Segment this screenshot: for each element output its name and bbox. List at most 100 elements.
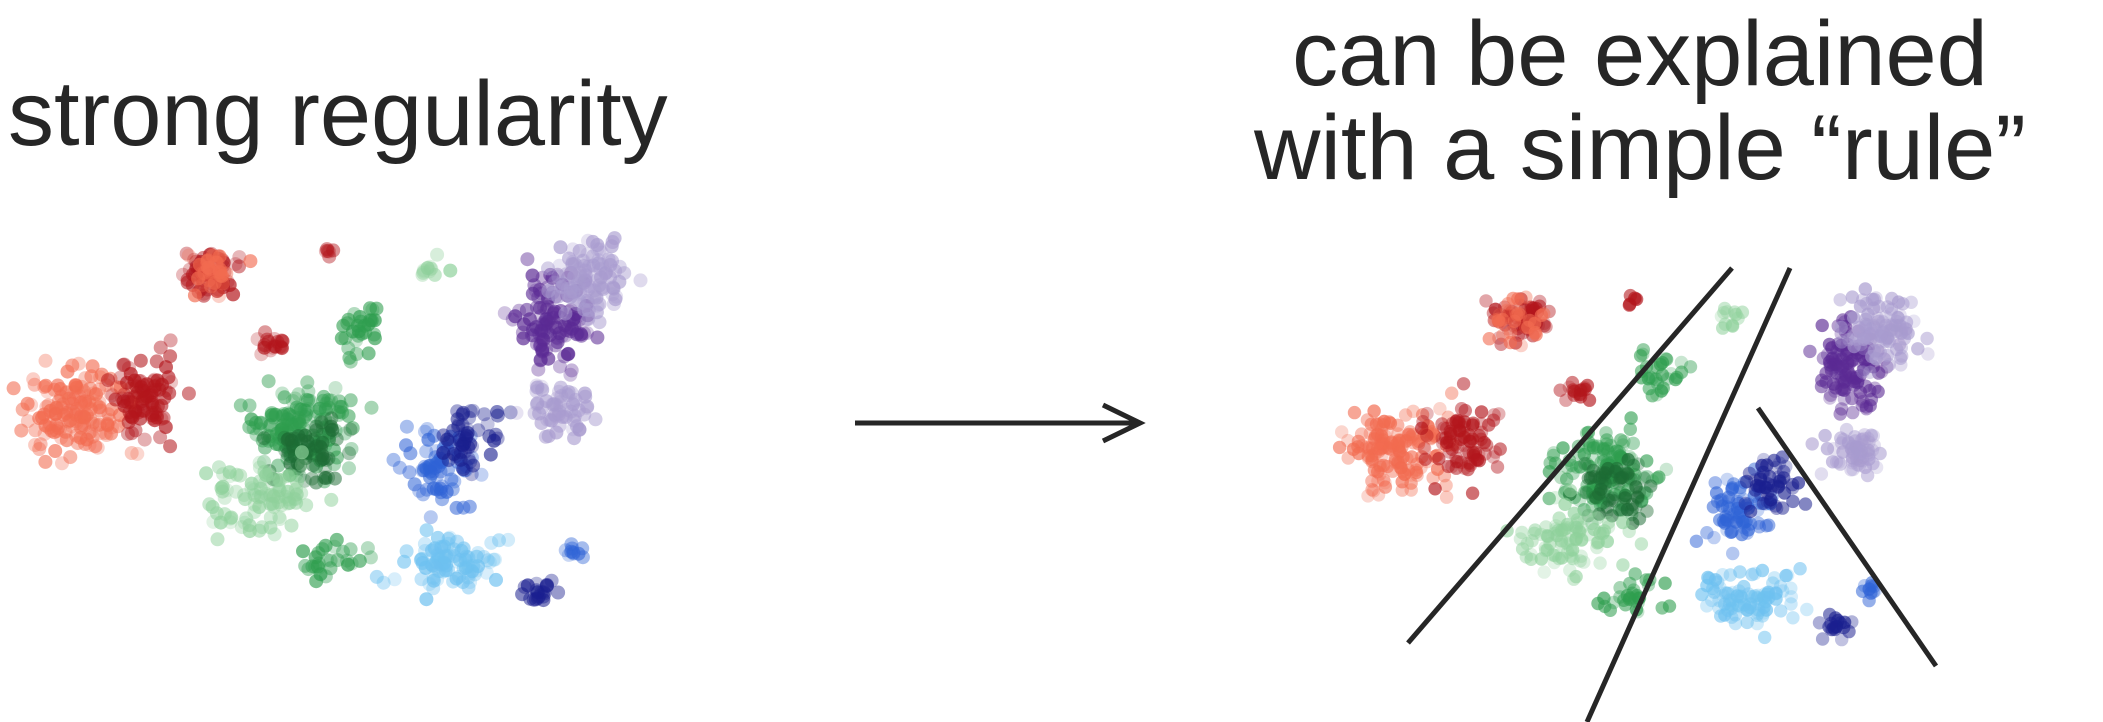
- left-scatter-dot: [462, 499, 477, 514]
- left-scatter-dot: [559, 323, 574, 337]
- left-scatter-dot: [525, 268, 540, 283]
- left-caption: strong regularity: [8, 63, 668, 165]
- left-scatter-dot: [345, 421, 360, 436]
- left-scatter-dot: [6, 381, 21, 396]
- right-scatter-dot: [1629, 500, 1643, 514]
- left-scatter-dot: [289, 400, 304, 415]
- left-scatter-dot: [354, 326, 369, 341]
- left-scatter-dot: [551, 269, 566, 284]
- left-scatter-dot: [594, 245, 609, 260]
- left-scatter-dot: [85, 359, 100, 374]
- right-scatter-dot: [1845, 290, 1860, 304]
- right-scatter-dot: [1335, 425, 1349, 439]
- left-scatter-dot: [420, 261, 435, 275]
- right-scatter-dot: [1456, 377, 1471, 391]
- right-scatter-dot: [1592, 471, 1607, 486]
- left-scatter-dot: [456, 541, 471, 556]
- right-scatter-dot: [1842, 333, 1856, 347]
- right-scatter-dot: [1380, 459, 1395, 474]
- right-scatter-dot: [1644, 479, 1658, 493]
- left-scatter-dot: [535, 382, 550, 397]
- left-scatter-dot: [234, 520, 249, 535]
- left-scatter-dot: [563, 290, 578, 305]
- left-scatter-dot: [257, 338, 272, 353]
- right-scatter-dot: [1581, 508, 1595, 523]
- right-scatter-dot: [1859, 400, 1874, 414]
- right-scatter-dot: [1367, 484, 1381, 498]
- right-scatter-dot: [1885, 291, 1899, 306]
- right-scatter-dot: [1468, 453, 1483, 467]
- right-scatter-dot: [1448, 437, 1462, 452]
- left-scatter-dot: [214, 269, 229, 283]
- right-scatter-dot: [1718, 301, 1732, 316]
- right-scatter-dot: [1436, 436, 1450, 451]
- right-scatter-dot: [1866, 333, 1880, 347]
- left-scatter-dot: [430, 530, 445, 545]
- left-scatter-dot: [315, 542, 330, 557]
- right-scatter-dot: [1846, 405, 1860, 420]
- left-scatter-dot: [74, 420, 89, 435]
- left-scatter-dot: [341, 557, 356, 572]
- right-scatter-dot: [1745, 567, 1759, 582]
- left-scatter-dot: [28, 438, 43, 452]
- left-scatter-dot: [38, 378, 53, 393]
- left-scatter-dot: [542, 311, 557, 326]
- left-scatter-dot: [71, 356, 86, 371]
- left-scatter-dot: [77, 394, 92, 409]
- left-scatter-dot: [38, 454, 53, 469]
- left-scatter-dot: [14, 423, 29, 438]
- left-scatter-dot: [133, 353, 148, 368]
- left-scatter-dot: [418, 424, 432, 439]
- right-scatter-dot: [1845, 353, 1860, 368]
- right-scatter-dot: [1860, 468, 1875, 483]
- right-scatter-dot: [1834, 431, 1848, 445]
- right-scatter-dot: [1598, 476, 1613, 491]
- left-scatter-dot: [503, 405, 518, 420]
- left-scatter-dot: [462, 566, 477, 581]
- left-scatter-dot: [555, 409, 570, 424]
- right-scatter-dot: [1624, 411, 1638, 425]
- left-scatter-dot: [540, 325, 555, 340]
- right-scatter-dot: [1831, 455, 1846, 469]
- left-scatter-dot: [419, 523, 434, 538]
- left-scatter-dot: [588, 412, 603, 427]
- left-scatter-dot: [299, 392, 314, 407]
- right-scatter-dot: [1600, 534, 1615, 549]
- left-scatter-dot: [69, 380, 84, 395]
- left-scatter-dot: [363, 313, 378, 328]
- left-scatter-dot: [212, 249, 227, 264]
- right-scatter-dot: [1465, 486, 1480, 500]
- right-scatter-dot: [1525, 534, 1539, 548]
- left-scatter-dot: [62, 403, 77, 418]
- right-scatter-dot: [1435, 431, 1450, 445]
- left-scatter-dot: [247, 505, 262, 520]
- left-scatter-dot: [608, 292, 623, 307]
- left-scatter-dot: [547, 397, 562, 412]
- left-scatter-dot: [425, 543, 439, 558]
- right-scatter-dot: [1399, 434, 1414, 448]
- left-scatter-dot: [278, 489, 293, 504]
- left-scatter-dot: [419, 592, 434, 607]
- left-scatter-dot: [447, 549, 462, 564]
- right-scatter-dot: [1767, 571, 1782, 585]
- left-scatter-dot: [237, 488, 252, 503]
- left-scatter-dot: [275, 386, 290, 401]
- left-scatter-dot: [138, 391, 153, 406]
- right-scatter-dot: [1451, 440, 1465, 454]
- right-scatter-dot: [1583, 471, 1598, 485]
- right-scatter-dot: [1683, 360, 1698, 374]
- left-scatter-dot: [78, 437, 92, 451]
- left-scatter-dot: [124, 446, 139, 460]
- right-scatter-dot: [1488, 445, 1503, 459]
- left-scatter-dot: [467, 567, 482, 582]
- right-scatter-dot: [1346, 442, 1361, 456]
- left-scatter-dot: [209, 506, 224, 521]
- left-scatter-dot: [343, 422, 358, 437]
- right-scatter-dot: [1512, 303, 1527, 317]
- left-scatter-dot: [407, 477, 422, 492]
- right-scatter-dot: [1470, 453, 1485, 467]
- left-scatter-dot: [33, 437, 48, 452]
- right-scatter-dot: [1634, 537, 1649, 551]
- right-scatter-dot: [1873, 446, 1887, 461]
- left-scatter-dot: [242, 398, 257, 413]
